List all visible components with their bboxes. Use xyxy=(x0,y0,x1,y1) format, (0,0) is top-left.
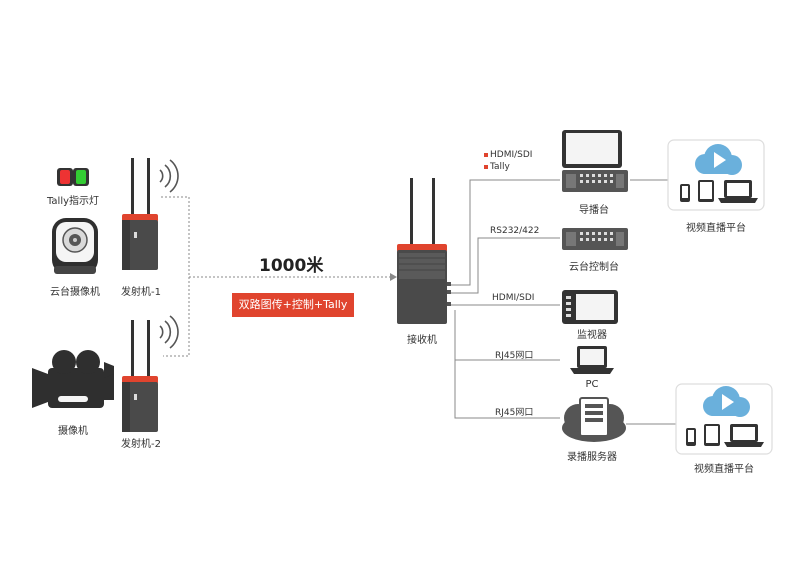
ptz-camera-icon xyxy=(52,218,98,274)
rs232-label: RS232/422 xyxy=(490,226,540,236)
line-to-ptz-controller xyxy=(450,237,560,294)
devices-icon xyxy=(686,424,764,447)
rj45-pc-label: RJ45网口 xyxy=(495,351,534,361)
receiver-label: 接收机 xyxy=(407,335,437,346)
live-platform-1-panel xyxy=(667,139,765,211)
devices-icon xyxy=(680,180,758,203)
transmitter-1-label: 发射机-1 xyxy=(121,287,161,298)
bullet-icon xyxy=(484,164,488,169)
cloud-play-icon xyxy=(695,144,742,175)
live-platform-2-label: 视频直播平台 xyxy=(694,464,754,475)
port-dot xyxy=(447,290,451,294)
transmitter-bracket-line xyxy=(161,196,190,357)
switcher-icon xyxy=(562,130,628,192)
tally-light-icon xyxy=(57,168,89,186)
ptz-controller-label: 云台控制台 xyxy=(569,262,619,273)
live-platform-1-label: 视频直播平台 xyxy=(686,223,746,234)
camcorder-label: 摄像机 xyxy=(58,426,88,437)
signal-label-hdmi-sdi: HDMI/SDI xyxy=(484,150,532,160)
features-badge: 双路图传+控制+Tally xyxy=(232,293,354,317)
signal-label-text: HDMI/SDI xyxy=(490,150,533,160)
distance-label: 1000米 xyxy=(259,256,324,276)
live-platform-2-panel xyxy=(675,383,773,455)
transmitter-2-label: 发射机-2 xyxy=(121,439,161,450)
camcorder-icon xyxy=(32,350,114,408)
line-to-switcher xyxy=(450,179,560,286)
laptop-icon xyxy=(570,346,614,374)
switcher-label: 导播台 xyxy=(579,205,609,216)
monitor-icon xyxy=(562,290,618,324)
transmitter-1-icon xyxy=(122,158,158,270)
hdmi-sdi-label: HDMI/SDI xyxy=(492,293,535,303)
cloud-play-icon xyxy=(703,386,750,417)
arrow-head xyxy=(390,273,397,281)
connection-lines xyxy=(161,179,676,425)
pc-label: PC xyxy=(585,379,599,390)
ptz-camera-label: 云台摄像机 xyxy=(50,287,100,298)
receiver-icon xyxy=(397,178,447,324)
rj45-server-label: RJ45网口 xyxy=(495,408,534,418)
signal-label-tally: Tally xyxy=(484,162,510,172)
wireless-signal-icon xyxy=(159,159,179,193)
recorder-label: 录播服务器 xyxy=(567,452,617,463)
ptz-controller-icon xyxy=(562,228,628,250)
signal-label-text: Tally xyxy=(490,162,510,172)
tally-light-label: Tally指示灯 xyxy=(46,196,100,207)
server-cloud-icon xyxy=(562,397,626,442)
line-to-recorder xyxy=(454,310,560,419)
transmitter-2-icon xyxy=(122,320,158,432)
bullet-icon xyxy=(484,152,488,157)
wireless-signal-icon xyxy=(159,315,179,349)
port-dot xyxy=(447,282,451,286)
monitor-label: 监视器 xyxy=(577,330,607,341)
port-dot xyxy=(447,302,451,306)
